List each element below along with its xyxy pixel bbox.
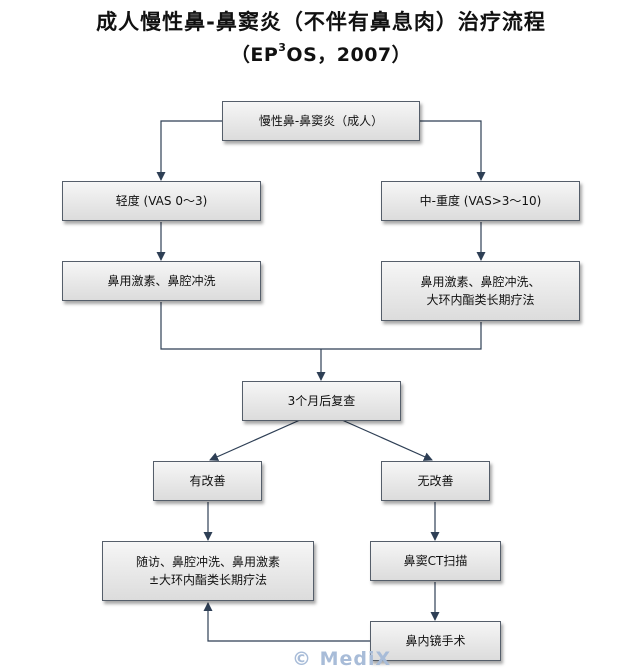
node-moderate-treatment: 鼻用激素、鼻腔冲洗、大环内酯类长期疗法 [381,261,580,321]
connector-review-to-not-improved [341,419,433,461]
node-review: 3个月后复查 [242,381,401,421]
node-surgery: 鼻内镜手术 [370,621,501,661]
node-improved: 有改善 [153,461,262,501]
node-ct-scan: 鼻窦CT扫描 [370,541,501,581]
connector-root-to-mild [156,120,222,181]
watermark: © MediX [292,648,392,670]
node-mild-treatment: 鼻用激素、鼻腔冲洗 [62,261,261,301]
node-mild: 轻度 (VAS 0～3) [62,181,261,221]
node-root: 慢性鼻-鼻窦炎（成人） [222,101,420,141]
page-title: 成人慢性鼻-鼻窦炎（不伴有鼻息肉）治疗流程 [96,10,546,34]
connector-review-to-improved [209,419,301,461]
node-not-improved: 无改善 [381,461,490,501]
node-followup: 随访、鼻腔冲洗、鼻用激素±大环内酯类长期疗法 [102,541,314,601]
node-moderate: 中-重度 (VAS>3～10) [381,181,580,221]
connector-surgery-to-followup [203,602,370,642]
page-subtitle: （EP3OS，2007） [230,40,412,66]
connector-root-to-moderate [420,120,486,181]
